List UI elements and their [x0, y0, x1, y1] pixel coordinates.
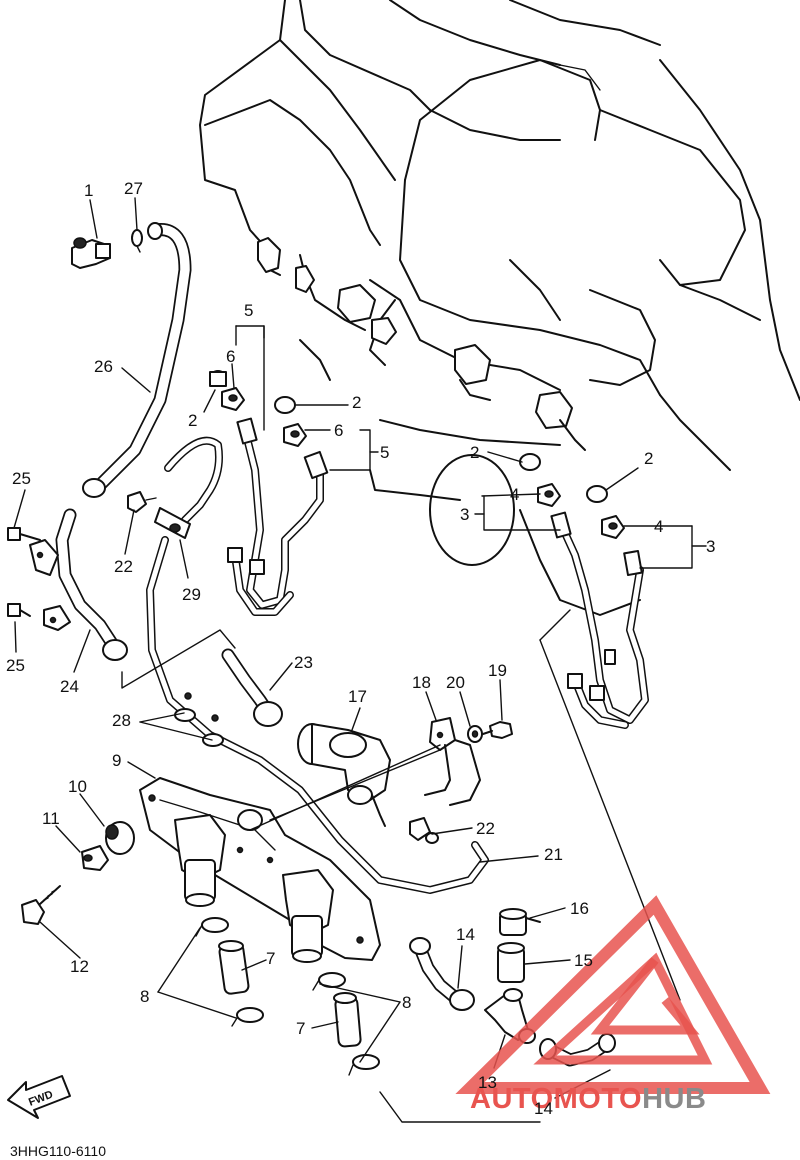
callout-23: 23: [294, 653, 313, 672]
callout-13: 13: [478, 1073, 497, 1092]
collar-11: [81, 845, 109, 871]
cap-2-right-upper: [519, 453, 541, 471]
bracket-16: [499, 908, 541, 936]
air-cut-valve-17: [297, 723, 391, 827]
callout-3-left: 3: [460, 505, 469, 524]
callout-5-left: 5: [244, 301, 253, 320]
clamp-8-center-upper: [312, 972, 346, 991]
watermark-logo: AUTOMOTOHUB: [455, 895, 771, 1115]
callout-4-right-upper: 4: [510, 485, 519, 504]
callout-14-upper: 14: [456, 925, 475, 944]
hose-7-left: [218, 940, 250, 995]
callout-14-lower: 14: [534, 1099, 553, 1118]
callout-2-center: 2: [352, 393, 361, 412]
callout-25-lower: 25: [6, 656, 25, 675]
cap-2-center: [274, 396, 296, 414]
washer-20: [467, 725, 483, 743]
callout-22-left: 22: [114, 557, 133, 576]
callout-2-right: 2: [644, 449, 653, 468]
clamp-22-center: [409, 817, 439, 844]
callout-25-upper: 25: [12, 469, 31, 488]
callout-1: 1: [84, 181, 93, 200]
callout-10: 10: [68, 777, 87, 796]
callout-28: 28: [112, 711, 131, 730]
callout-labels: 1 27 26 25 25 24 22 29 5 6 2 2 6 5 2 4 3…: [6, 179, 715, 1118]
cap-4-right-upper: [537, 483, 561, 507]
elbow-fitting-1: [71, 237, 111, 269]
leader-lines: [13, 197, 707, 1123]
callout-8-left: 8: [140, 987, 149, 1006]
callout-11: 11: [42, 809, 60, 828]
callout-5-right: 5: [380, 443, 389, 462]
fwd-arrow-icon: FWD: [7, 1075, 71, 1119]
callout-19: 19: [488, 661, 507, 680]
callout-17: 17: [348, 687, 367, 706]
cap-6-center: [283, 423, 307, 447]
watermark-brand: AUTOMOTOHUB: [470, 1083, 706, 1115]
clamp-8-left-lower: [231, 1007, 264, 1027]
clamp-8-left-upper: [195, 917, 229, 937]
cap-2-right: [586, 485, 608, 503]
callout-26: 26: [94, 357, 113, 376]
callout-9: 9: [112, 751, 121, 770]
callout-7-center: 7: [296, 1019, 305, 1038]
callout-16: 16: [570, 899, 589, 918]
reed-valve-assembly-9: [139, 777, 381, 963]
callout-6-center: 6: [334, 421, 343, 440]
watermark-brand-first: AUTOMOTO: [470, 1083, 642, 1115]
clamp-22-left: [127, 491, 157, 513]
callout-29: 29: [182, 585, 201, 604]
hose-7-center: [333, 992, 362, 1048]
hose-26: [82, 222, 192, 498]
callout-7-left: 7: [266, 949, 275, 968]
damper-10: [105, 821, 135, 855]
clamp-8-center-lower: [348, 1054, 380, 1076]
callout-4-right: 4: [654, 517, 663, 536]
cap-6-left: [221, 387, 245, 411]
clip-27: [131, 229, 143, 253]
long-hose-left: [146, 536, 489, 894]
callout-12: 12: [70, 957, 89, 976]
callout-21: 21: [544, 845, 563, 864]
hose-14-upper: [409, 937, 475, 1011]
callout-15: 15: [574, 951, 593, 970]
callout-8-center: 8: [402, 993, 411, 1012]
hose-23: [221, 648, 283, 727]
callout-24: 24: [60, 677, 79, 696]
engine-airbox-outline: [199, 0, 800, 616]
tube-assembly-3: [550, 511, 649, 729]
clamps-28: [174, 692, 224, 747]
bolt-12: [21, 885, 61, 925]
bolt-19: [482, 721, 513, 739]
tube-assembly-5: [227, 417, 329, 616]
watermark-brand-second: HUB: [642, 1083, 706, 1115]
bolt-25-lower: [7, 603, 31, 617]
pipe-24: [29, 508, 128, 661]
callout-2-left: 2: [188, 411, 197, 430]
hose-15: [497, 942, 525, 983]
callout-22-center: 22: [476, 819, 495, 838]
bolt-25-upper: [7, 527, 41, 541]
callout-3-right: 3: [706, 537, 715, 556]
bracket-18: [424, 717, 481, 806]
tee-29: [154, 507, 191, 539]
callout-2-right-upper: 2: [470, 443, 479, 462]
callout-27: 27: [124, 179, 143, 198]
callout-6-left: 6: [226, 347, 235, 366]
cap-2-left: [209, 370, 227, 387]
cap-4-right: [601, 515, 625, 539]
callout-18: 18: [412, 673, 431, 692]
hose-small-upper: [164, 436, 223, 524]
diagram-code: 3HHG110-6110: [10, 1143, 106, 1159]
callout-20: 20: [446, 673, 465, 692]
